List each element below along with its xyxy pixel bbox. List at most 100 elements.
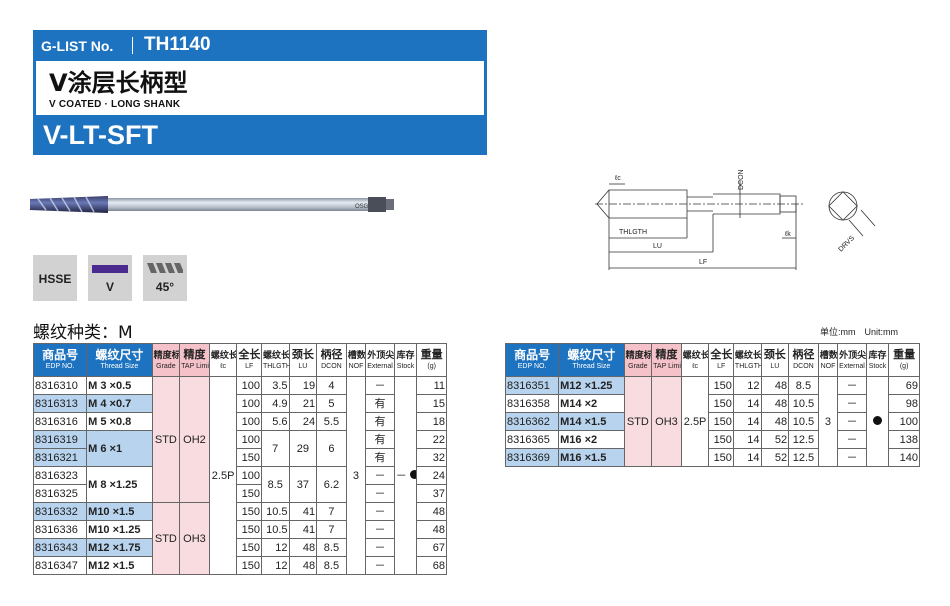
ext-cell: － [837,394,867,413]
ext-cell: － [365,520,395,539]
helix-angle-badge: 45° [143,255,187,301]
lf-cell: 150 [236,502,262,521]
lu-cell: 52 [760,448,790,467]
thlgth-cell: 10.5 [260,502,290,521]
lf-cell: 150 [236,538,262,557]
thlgth-cell: 14 [732,448,762,467]
ext-cell: － [365,556,395,575]
edp-cell: 8316365 [504,430,560,449]
nof-cell: 3 [817,376,839,467]
size-cell: M10 ×1.25 [86,520,153,539]
thlgth-cell: 8.5 [260,466,290,503]
stock-cell [865,376,890,467]
stock-cell: － [393,376,418,575]
lu-cell: 52 [760,430,790,449]
product-number: TH1140 [144,34,211,55]
english-title: V COATED · LONG SHANK [49,99,181,110]
lu-cell: 41 [288,520,318,539]
lf-cell: 150 [708,376,734,395]
lu-cell: 48 [760,376,790,395]
angle-label: 45° [155,280,175,294]
weight-cell: 138 [888,430,920,449]
edp-cell: 8316313 [32,394,88,413]
thlgth-cell: 14 [732,394,762,413]
tap-limit-cell: OH3 [651,376,682,467]
dcon-cell: 5.5 [316,412,347,431]
thlgth-cell: 12 [732,376,762,395]
material-label: HSSE [38,272,72,286]
ext-cell: － [365,466,395,485]
weight-cell: 69 [888,376,920,395]
tap-tool-image: OSG [30,196,394,213]
lf-cell: 150 [708,394,734,413]
lf-cell: 150 [236,448,262,467]
ext-cell: － [837,448,867,467]
dcon-cell: 8.5 [316,556,347,575]
edp-cell: 8316351 [504,376,560,395]
size-cell: M16 ×2 [558,430,625,449]
edp-cell: 8316358 [504,394,560,413]
grade-cell: STD [151,376,181,503]
model-bar: V-LT-SFT [33,115,487,155]
weight-cell: 32 [416,448,447,467]
thlgth-cell: 3.5 [260,376,290,395]
lf-label: LF [699,259,707,266]
dcon-cell: 5 [316,394,347,413]
size-cell: M12 ×1.5 [86,556,153,575]
size-cell: M16 ×1.5 [558,448,625,467]
col-weight: 重量(g) [416,343,447,377]
header-bar: G-LIST No. TH1140 [33,30,487,61]
edp-cell: 8316336 [32,520,88,539]
lf-cell: 150 [236,484,262,503]
ext-cell: － [837,412,867,431]
lf-cell: 100 [236,394,262,413]
table-row: 8316347 M12 ×1.5 150 12 48 8.5 － 68 [32,556,447,575]
lc-cell: 2.5P [680,376,710,467]
unit-label: 单位:mm Unit:mm [820,327,898,337]
grade-cell: STD [151,502,181,575]
weight-cell: 48 [416,502,447,521]
edp-cell: 8316325 [32,484,88,503]
size-cell: M 5 ×0.8 [86,412,153,431]
size-cell: M 4 ×0.7 [86,394,153,413]
weight-cell: 67 [416,538,447,557]
lu-cell: 48 [288,556,318,575]
stock-dot-icon [873,415,883,425]
weight-cell: 37 [416,484,447,503]
size-cell: M 6 ×1 [86,430,153,467]
thread-type-heading: 螺纹种类：M [33,323,133,343]
lf-cell: 100 [236,430,262,449]
table-row: 8316325 150 － 37 [32,484,447,503]
coating-badge: V [88,255,132,301]
edp-cell: 8316319 [32,430,88,449]
ext-cell: 有 [365,412,395,431]
weight-cell: 68 [416,556,447,575]
tap-limit-cell: OH2 [179,376,210,503]
weight-cell: 98 [888,394,920,413]
material-badge: HSSE [33,255,77,301]
drvs-label: DRVS [837,235,856,254]
dcon-cell: 7 [316,520,347,539]
edp-cell: 8316310 [32,376,88,395]
lf-cell: 150 [708,412,734,431]
col-weight: 重量(g) [888,343,920,377]
tap-limit-cell: OH3 [179,502,210,575]
lk-label: ℓk [784,231,791,238]
lu-cell: 24 [288,412,318,431]
lu-cell: 48 [760,412,790,431]
table-row: 8316316 M 5 ×0.8 100 5.6 24 5.5 有 18 [32,412,447,431]
size-cell: M14 ×1.5 [558,412,625,431]
ext-cell: 有 [365,448,395,467]
col-grade: 精度标记Grade [151,343,181,377]
